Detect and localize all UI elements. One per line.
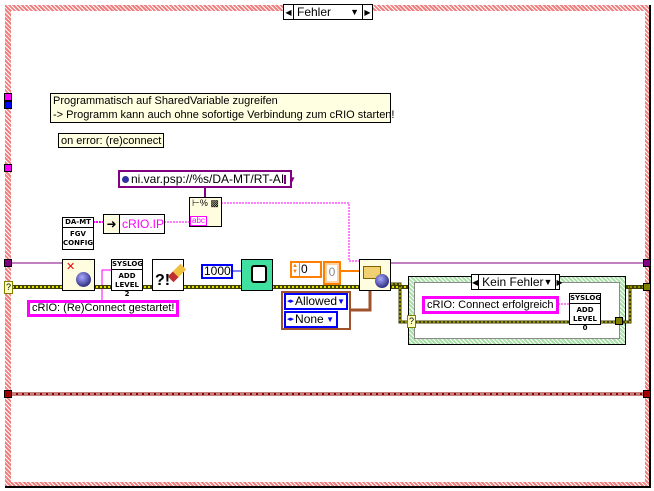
increment-arrow-icon[interactable]: ▶ [362, 5, 372, 19]
enum-arrows-icon[interactable]: ◂▸ [287, 316, 295, 323]
subvi-line: CONFIG [63, 239, 94, 247]
case-label: Fehler [297, 5, 332, 19]
tunnel-refnum [4, 259, 12, 267]
tunnel-refnum-bottom-right [643, 390, 651, 398]
enum-none[interactable]: ◂▸ None ▼ [284, 311, 338, 328]
arrow-right-icon: ➜ [104, 215, 120, 233]
url-constant[interactable]: ni.var.psp://%s/DA-MT/RT-AI ▼ [118, 170, 296, 188]
subvi-line: LEVEL 2 [115, 281, 139, 298]
enum-arrows-icon[interactable]: ◂▸ [287, 298, 295, 305]
comment-line: Programmatisch auf SharedVariable zugrei… [53, 95, 278, 107]
unbundle-by-name[interactable]: ➜ cRIO.IP [103, 214, 165, 234]
subvi-line: FGV [70, 230, 86, 238]
numeric-value: 0 [301, 262, 308, 276]
clear-errors-node[interactable]: ?! [152, 259, 187, 291]
comment-shared-variable: Programmatisch auf SharedVariable zugrei… [50, 93, 395, 123]
tunnel-refnum-bottom-left [4, 390, 12, 398]
tunnel-error-right [643, 283, 651, 291]
increment-arrow-icon[interactable]: ▶ [555, 275, 563, 289]
x-icon: ✕ [66, 261, 76, 273]
tunnel-string-2 [4, 164, 12, 172]
refnum-dot-icon [122, 175, 129, 183]
subvi-header: DA-MT [63, 218, 93, 228]
wait-ms-constant[interactable]: 1000 [201, 264, 233, 279]
subvi-line: LEVEL 0 [573, 315, 597, 332]
url-text: ni.var.psp://%s/DA-MT/RT-AI [131, 172, 285, 186]
case-selector-inner[interactable]: ◀ Kein Fehler ▼ ▶ [471, 274, 563, 290]
case-label: Kein Fehler [482, 275, 544, 289]
dropdown-arrow-icon[interactable]: ▼ [284, 174, 298, 184]
outer-case-interior [11, 11, 645, 482]
watch-icon [251, 265, 267, 283]
string-constant-success[interactable]: cRIO: Connect erfolgreich [422, 296, 559, 314]
dropdown-arrow-icon[interactable]: ▼ [337, 297, 345, 306]
dropdown-arrow-icon[interactable]: ▼ [543, 277, 553, 287]
globe-icon [76, 272, 91, 287]
inner-case-terminal: ? [407, 315, 416, 328]
subvi-line: ADD [576, 306, 594, 314]
case-selector-outer[interactable]: ◀ Fehler ▼ ▶ [283, 4, 373, 20]
subvi-header: SYSLOG [112, 260, 144, 270]
question-exclamation-icon: ?! [155, 272, 171, 289]
format-into-string-node[interactable]: ⊢% ▩ abc [189, 197, 222, 227]
error-node[interactable]: ✕ [62, 259, 95, 291]
tunnel-string [4, 93, 12, 101]
syslog-add-level2-subvi[interactable]: SYSLOG ADD LEVEL 2 [111, 259, 144, 298]
format-icon: ⊢% ▩ [192, 198, 219, 208]
enum-access-allowed[interactable]: ◂▸ Allowed ▼ [284, 293, 348, 310]
enum-value: Allowed [295, 294, 338, 308]
decrement-arrow-icon[interactable]: ◀ [472, 275, 480, 289]
abc-terminal: abc [190, 216, 207, 226]
numeric-control[interactable]: ▲▼ 0 [290, 261, 322, 278]
case-selector-terminal: ? [4, 281, 13, 294]
wait-ms-node[interactable] [241, 259, 273, 291]
dropdown-arrow-icon[interactable]: ▼ [326, 315, 334, 324]
field-label: cRIO.IP [121, 217, 164, 231]
fgv-config-subvi[interactable]: DA-MT FGV CONFIG [62, 217, 94, 250]
decrement-arrow-icon[interactable]: ◀ [284, 5, 294, 19]
numeric-indicator[interactable]: 0 [323, 261, 341, 285]
wire-url [221, 202, 359, 262]
comment-line: -> Programm kann auch ohne sofortige Ver… [53, 109, 395, 121]
subvi-header: SYSLOG [570, 294, 602, 304]
globe-icon [375, 274, 389, 288]
string-constant-start[interactable]: cRIO: (Re)Connect gestartet! [27, 300, 180, 317]
dropdown-arrow-icon[interactable]: ▼ [350, 7, 359, 17]
increment-decrement-icon[interactable]: ▲▼ [292, 263, 300, 276]
syslog-add-level0-subvi[interactable]: SYSLOG ADD LEVEL 0 [569, 293, 602, 332]
tunnel-numeric [4, 101, 12, 109]
open-variable-connection-node[interactable] [359, 259, 391, 291]
subvi-line: ADD [118, 272, 136, 280]
comment-on-error: on error: (re)connect [58, 133, 164, 148]
tunnel-refnum-right [643, 259, 651, 267]
inner-tunnel-error [615, 317, 623, 325]
numeric-value: 0 [327, 265, 337, 281]
enum-value: None [295, 312, 324, 326]
